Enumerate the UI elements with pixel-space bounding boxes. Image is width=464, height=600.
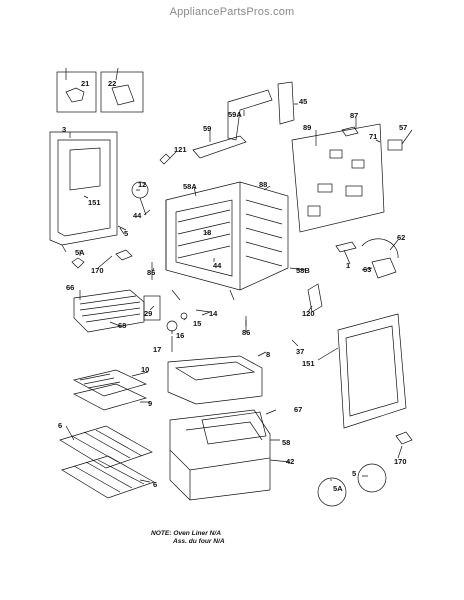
callout-15: 15 (193, 319, 201, 328)
callout-14: 14 (209, 309, 218, 318)
callout-5a-right: 5A (333, 484, 343, 493)
oven-cavity (165, 181, 289, 301)
part-1 (335, 241, 357, 253)
callout-18: 18 (203, 228, 211, 237)
part-5a-hinge (317, 477, 347, 507)
part-120 (307, 283, 323, 313)
callout-58: 58 (282, 438, 290, 447)
callout-170-left: 170 (91, 266, 104, 275)
part-15 (180, 312, 188, 320)
part-170-right (395, 431, 413, 445)
callout-87: 87 (350, 111, 358, 120)
callout-8: 8 (266, 350, 270, 359)
callout-37: 37 (296, 347, 304, 356)
callout-5-right: 5 (352, 469, 356, 478)
part-170-left (115, 249, 133, 261)
broil-element-67 (201, 411, 267, 445)
drawer-assembly (167, 355, 271, 501)
callout-63: 63 (363, 265, 371, 274)
callout-6-lower: 6 (153, 480, 157, 489)
callout-16: 16 (176, 331, 184, 340)
part-14 (195, 309, 211, 313)
vent-trim-59 (192, 135, 247, 159)
part-87 (341, 126, 359, 137)
callout-1: 1 (346, 261, 350, 270)
oven-door-right (337, 313, 407, 429)
part-21-clip (65, 87, 85, 103)
callout-89: 89 (303, 123, 311, 132)
callout-42: 42 (286, 457, 294, 466)
callout-58a: 58A (183, 182, 197, 191)
callout-29: 29 (144, 309, 152, 318)
broil-pan (73, 369, 147, 411)
bake-element (73, 289, 145, 333)
vent-duct-59a (227, 89, 273, 141)
callout-62: 62 (397, 233, 405, 242)
part-box-22 (100, 71, 144, 113)
callout-12: 12 (138, 180, 146, 189)
part-box-21 (56, 71, 97, 113)
part-16 (166, 320, 178, 332)
callout-59a: 59A (228, 110, 242, 119)
diagram-note: NOTE: Oven Liner N/A Ass. du four N/A (151, 530, 225, 546)
part-62-harness (361, 238, 399, 259)
part-5-hinge (357, 463, 387, 493)
callout-21: 21 (81, 79, 89, 88)
callout-86-upper: 86 (147, 268, 155, 277)
callout-5a: 5A (75, 248, 85, 257)
callout-58b: 58B (296, 266, 310, 275)
note-line-1: NOTE: Oven Liner N/A (151, 530, 221, 537)
callout-170-right: 170 (394, 457, 407, 466)
part-22-bracket (111, 84, 135, 106)
callout-44-lower: 44 (213, 261, 222, 270)
part-57 (387, 139, 403, 151)
callout-151-left: 151 (88, 198, 101, 207)
callout-88: 88 (259, 180, 267, 189)
callout-67: 67 (294, 405, 302, 414)
callout-45: 45 (299, 97, 307, 106)
callout-9: 9 (148, 399, 152, 408)
callout-17: 17 (153, 345, 161, 354)
callout-151-right: 151 (302, 359, 315, 368)
oven-racks (59, 425, 155, 499)
callout-5: 5 (124, 229, 128, 238)
callout-66: 66 (66, 283, 74, 292)
part-29 (143, 295, 161, 321)
callout-10: 10 (141, 365, 149, 374)
part-5 (117, 225, 127, 231)
part-121 (159, 153, 171, 165)
oven-door-left (49, 131, 118, 253)
callout-86-lower: 86 (242, 328, 250, 337)
callout-3: 3 (62, 125, 66, 134)
callout-68: 68 (118, 321, 126, 330)
part-63 (371, 257, 397, 279)
callout-59: 59 (203, 124, 211, 133)
callout-6-upper: 6 (58, 421, 62, 430)
callout-71: 71 (369, 132, 377, 141)
back-panel (291, 123, 385, 233)
callout-22: 22 (108, 79, 116, 88)
part-5a (71, 257, 85, 269)
note-line-2: Ass. du four N/A (173, 538, 225, 545)
watermark: AppliancePartsPros.com (169, 6, 295, 18)
vent-panel-45 (277, 81, 295, 125)
callout-44-upper: 44 (133, 211, 142, 220)
callout-57: 57 (399, 123, 407, 132)
callout-121: 121 (174, 145, 187, 154)
callout-120: 120 (302, 309, 315, 318)
